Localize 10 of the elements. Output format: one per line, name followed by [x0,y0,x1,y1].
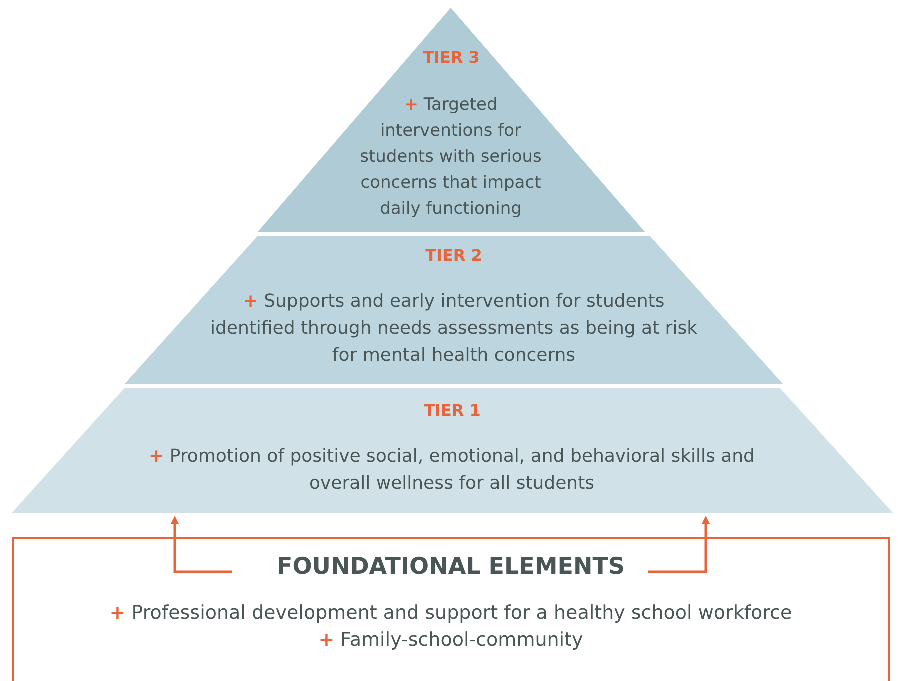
arrow [648,516,710,574]
arrow [171,516,232,574]
tier-description: + Targeted interventions for students with serious concerns that impact daily functioning [359,94,543,221]
bullet-text: + Family-school-community [318,628,584,653]
tier-heading: TIER 1 [424,401,481,420]
tier-description: + Supports and early intervention for students identified through needs assessments as being at risk for mental health concerns [209,290,699,368]
bullet-text: + Professional development and support for a healthy school workforce [108,601,794,626]
tier-heading: TIER 3 [423,48,480,67]
tier-heading: TIER 2 [426,246,482,265]
tier-description: + Promotion of positive social, emotional, and behavioral skills and overall wellness for all students [148,445,756,496]
